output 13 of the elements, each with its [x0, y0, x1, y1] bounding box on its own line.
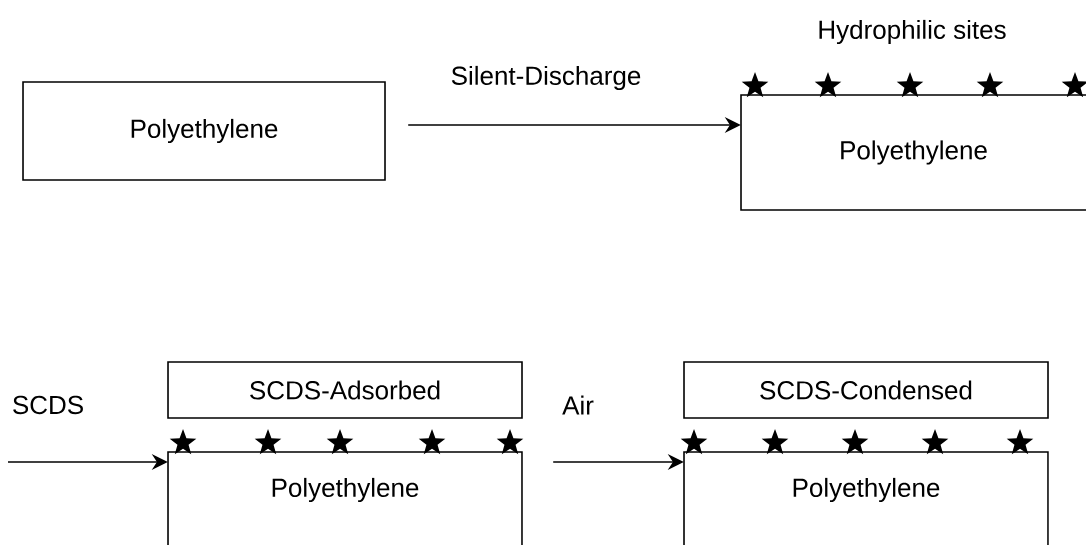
layer-with-sites: Polyethylene [167, 429, 524, 545]
layer-box: SCDS-Condensed [683, 361, 1049, 419]
edge-label: Air [562, 395, 594, 415]
layer-box: SCDS-Adsorbed [167, 361, 523, 419]
layer-with-sites: Polyethylene [740, 72, 1086, 211]
layer-caption: Hydrophilic sites [819, 19, 1006, 45]
edge-label: Silent-Discharge [451, 65, 641, 91]
edge-label: SCDS [13, 395, 83, 415]
node-label: Polyethylene [793, 477, 940, 503]
layer-box: Polyethylene [22, 81, 386, 181]
node-label: Polyethylene [272, 477, 419, 503]
node-label: Polyethylene [841, 140, 987, 165]
layer-with-sites: Polyethylene [680, 429, 1049, 545]
